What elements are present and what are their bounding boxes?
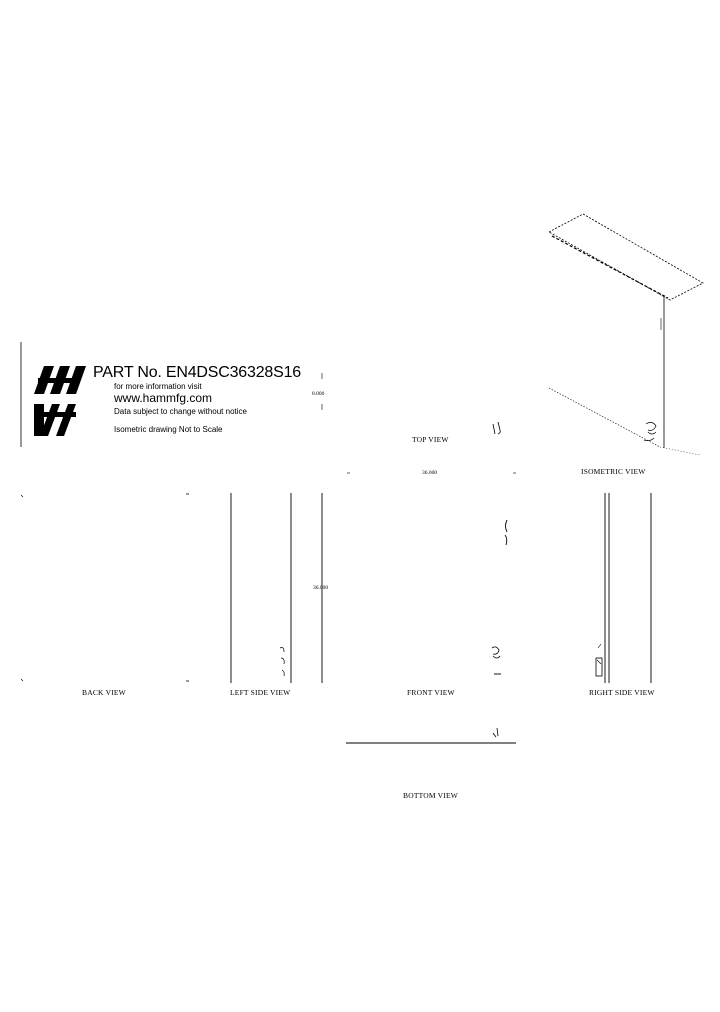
part-number-title: PART No. EN4DSC36328S16 [93, 364, 301, 381]
back-view-label: BACK VIEW [82, 688, 126, 697]
isometric-note-text: Isometric drawing Not to Scale [114, 425, 223, 434]
website-link[interactable]: www.hammfg.com [114, 391, 213, 405]
hammond-logo [34, 366, 86, 436]
isometric-view-drawing [548, 213, 704, 456]
top-depth-dimension: 8.000 [312, 391, 325, 397]
more-info-text: for more information visit [114, 382, 202, 391]
bottom-view-drawing [346, 727, 516, 744]
bottom-view-label: BOTTOM VIEW [403, 791, 459, 800]
right-side-view-drawing [595, 493, 652, 683]
top-width-dimension: 36.000 [422, 470, 438, 476]
left-side-view-label: LEFT SIDE VIEW [230, 688, 291, 697]
top-view-label: TOP VIEW [412, 435, 449, 444]
back-view-drawing [20, 493, 189, 682]
notice-text: Data subject to change without notice [114, 407, 247, 416]
right-side-view-label: RIGHT SIDE VIEW [589, 688, 655, 697]
front-view-label: FRONT VIEW [407, 688, 455, 697]
isometric-view-label: ISOMETRIC VIEW [581, 467, 646, 476]
front-height-dimension: 36.000 [313, 585, 329, 591]
left-side-view-drawing [230, 493, 292, 683]
front-view-drawing [321, 493, 508, 683]
top-view-drawing [321, 373, 516, 474]
